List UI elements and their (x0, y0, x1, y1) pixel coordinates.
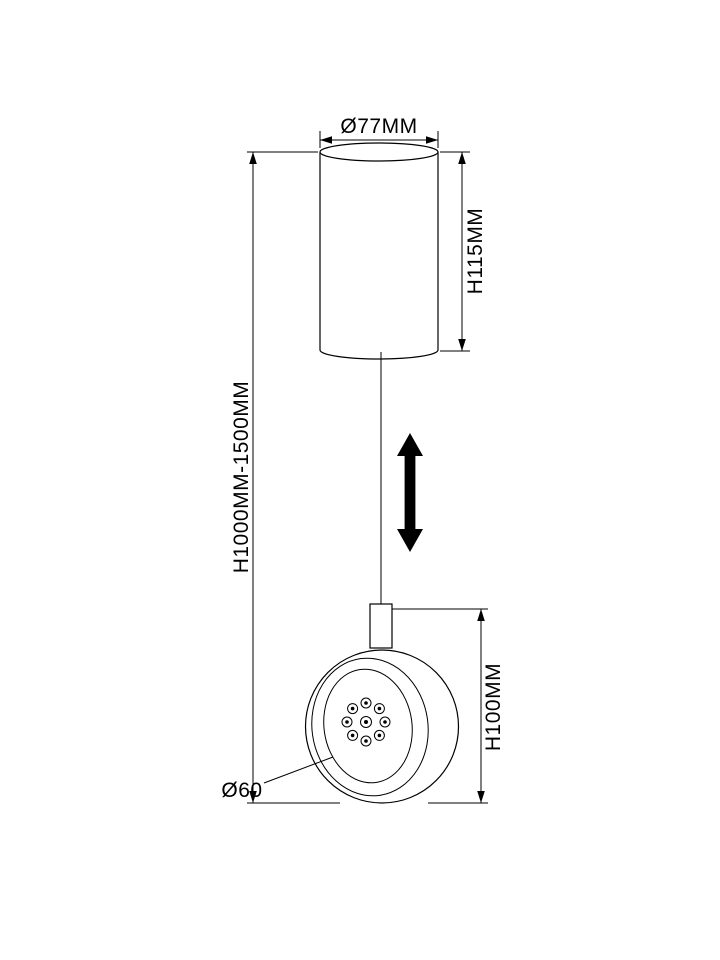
label-overall-height: H1000MM-1500MM (230, 381, 253, 574)
dim-overall-height: H1000MM-1500MM (230, 151, 340, 804)
pendant-stem (369, 603, 393, 649)
dim-canopy-diameter: Ø77MM (319, 115, 439, 148)
pendant-head (304, 649, 460, 804)
leader-line (263, 756, 334, 784)
dim-canopy-height: H115MM (440, 151, 487, 352)
dim-head-height: H100MM (392, 608, 505, 804)
arrowhead-up-icon (477, 609, 485, 621)
head-diffuser-ring (323, 668, 413, 784)
arrowhead-down-icon (477, 791, 485, 803)
cylinder-bottom-arc (319, 349, 439, 360)
label-head-diameter: Ø60 (221, 779, 262, 802)
callout-head-diameter: Ø60 (221, 756, 334, 802)
label-canopy-height: H115MM (464, 208, 487, 295)
height-adjust-arrow-icon (397, 433, 423, 552)
cylinder-top-ellipse (319, 142, 439, 162)
canopy-cylinder (319, 142, 439, 360)
arrowhead-left-icon (320, 136, 332, 144)
arrowhead-down-icon (458, 339, 466, 351)
label-canopy-diameter: Ø77MM (340, 115, 417, 138)
arrowhead-up-icon (249, 152, 257, 164)
arrowhead-down-icon (249, 791, 257, 803)
arrowhead-up-icon (458, 152, 466, 164)
arrowhead-right-icon (426, 136, 438, 144)
head-inner-rim (311, 657, 429, 797)
led-dots-cluster (341, 697, 391, 747)
label-head-height: H100MM (482, 663, 505, 751)
